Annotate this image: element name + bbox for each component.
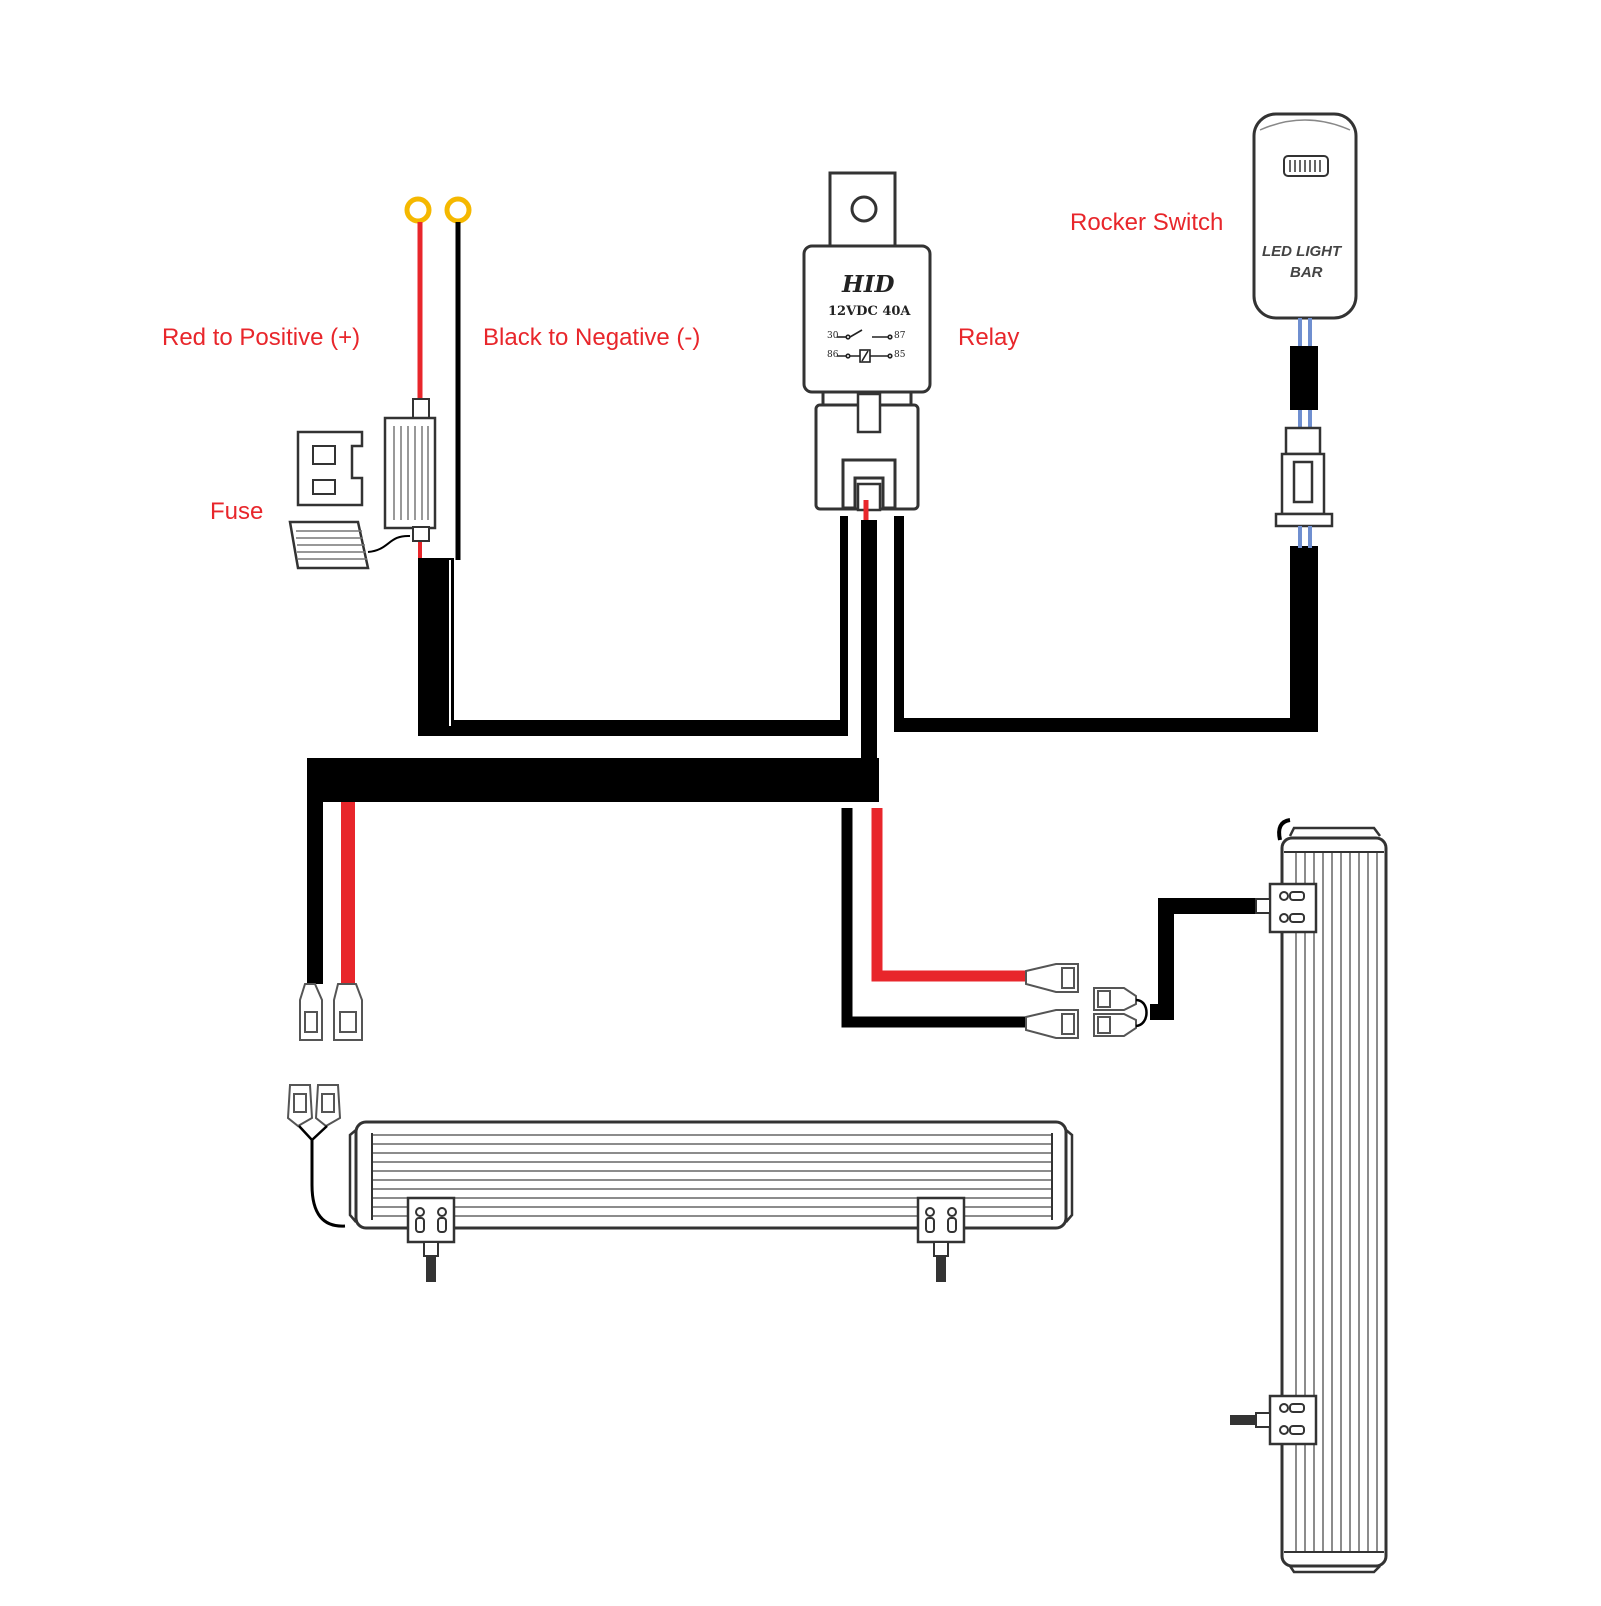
relay-socket — [814, 390, 920, 520]
relay-body — [802, 244, 932, 394]
spade-connectors-left — [299, 983, 363, 1041]
relay — [802, 171, 932, 520]
switch-label-line2: BAR — [1290, 264, 1323, 281]
light-bar-vertical — [1230, 818, 1388, 1574]
fuse-cover — [288, 520, 411, 570]
ring-terminal-negative — [444, 196, 472, 224]
relay-brand: HID — [842, 271, 895, 298]
rocker-switch — [1252, 112, 1358, 548]
light-bar-1-bolts — [423, 1241, 949, 1282]
relay-pin-86: 86 — [827, 350, 839, 360]
relay-pin-87: 87 — [894, 331, 906, 341]
label-fuse: Fuse — [210, 498, 264, 525]
label-black-to-negative: Black to Negative (-) — [483, 324, 701, 351]
relay-pin-85: 85 — [894, 350, 906, 360]
battery-leads — [417, 222, 461, 560]
fuse-assembly — [288, 398, 437, 570]
blade-fuse — [296, 430, 364, 507]
ring-terminal-positive — [404, 196, 432, 224]
fuse-holder-cap — [412, 398, 430, 420]
relay-pin-30: 30 — [827, 331, 839, 341]
light-bar-2-cable — [1150, 898, 1262, 1020]
label-rocker-switch: Rocker Switch — [1070, 209, 1224, 236]
light-bar-2-pigtail — [1135, 998, 1148, 1028]
switch-plug — [1274, 426, 1334, 528]
relay-rating: 12VDC 40A — [828, 304, 911, 319]
spade-connectors-right — [1025, 963, 1137, 1039]
light-bar-2-leads — [841, 808, 1026, 1028]
light-bar-2-bolts — [1230, 898, 1271, 1428]
label-relay: Relay — [958, 324, 1020, 351]
ring-terminals — [404, 196, 472, 224]
label-red-to-positive: Red to Positive (+) — [162, 324, 361, 351]
relay-schematic — [837, 329, 893, 363]
switch-label-line1: LED LIGHT — [1262, 243, 1342, 260]
rocker-switch-body — [1252, 112, 1358, 320]
light-bar-horizontal — [286, 1084, 1074, 1282]
harness-wiring — [307, 516, 1318, 984]
